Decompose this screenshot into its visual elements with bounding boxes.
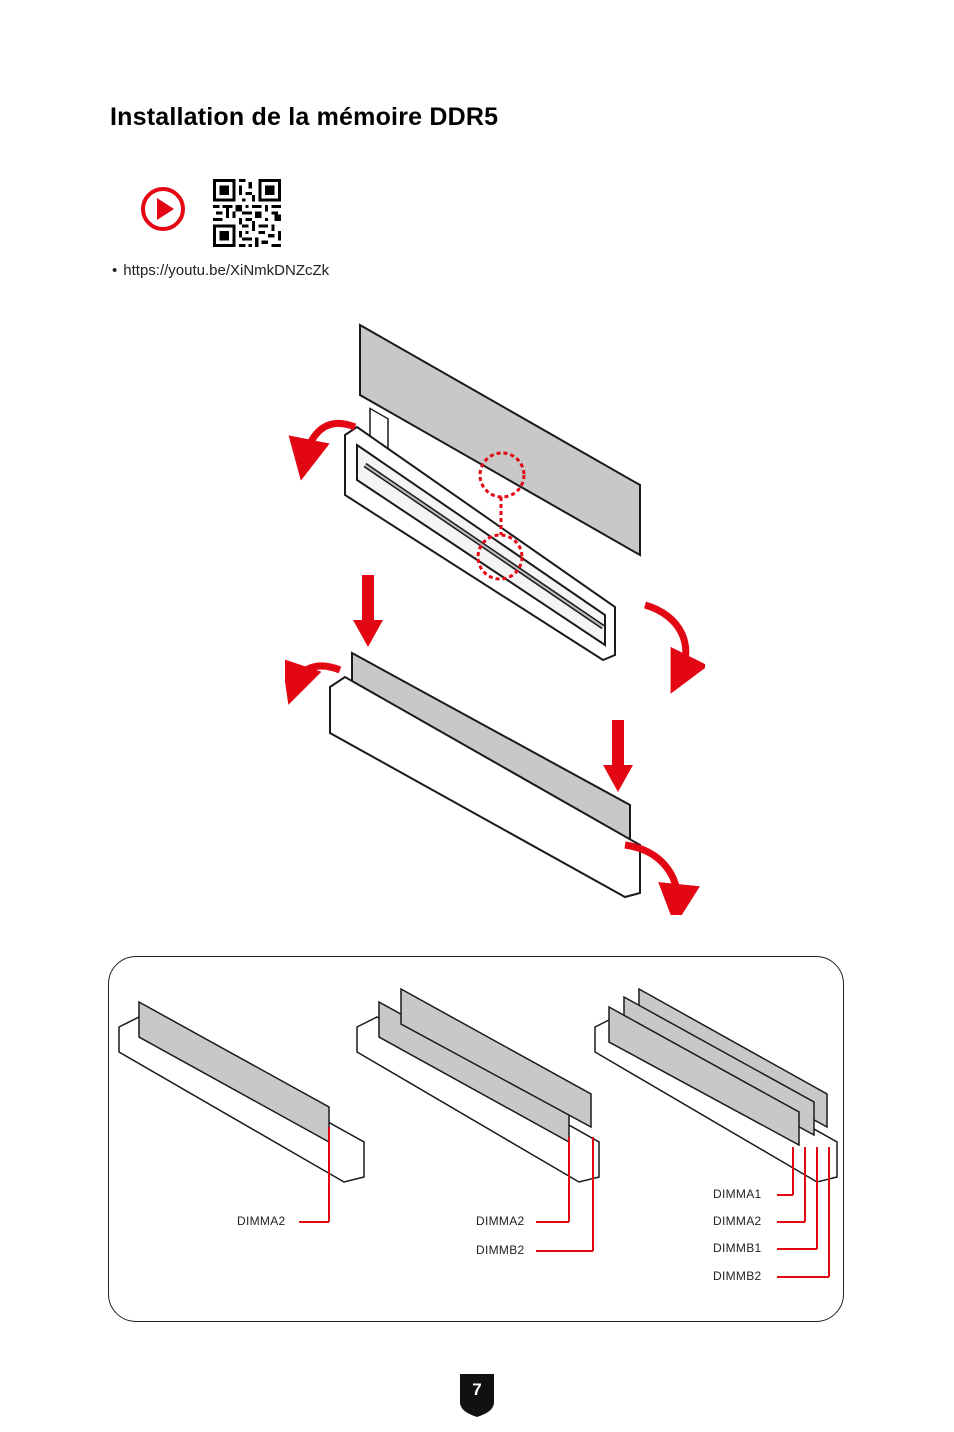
clip-close-arrow (295, 666, 340, 685)
page-title: Installation de la mémoire DDR5 (110, 103, 498, 132)
clip-open-arrow (645, 605, 686, 675)
config-1-slots (119, 1002, 364, 1182)
dimm-label: DIMMB2 (713, 1269, 761, 1283)
config-2-slots (357, 989, 599, 1182)
video-url: https://youtu.be/XiNmkDNZcZk (123, 262, 329, 279)
dimm-label: DIMMA2 (237, 1214, 285, 1228)
dimm-label: DIMMB1 (713, 1241, 761, 1255)
bullet: • (112, 262, 117, 279)
dimm-label: DIMMA2 (476, 1214, 524, 1228)
dimm-label: DIMMA2 (713, 1214, 761, 1228)
qr-code-icon[interactable] (213, 179, 281, 247)
slot-configuration-panel: DIMMA2 DIMMA2 DIMMB2 DIMMA1 DIMMA2 DIMMB… (108, 956, 844, 1322)
down-arrow-icon (353, 575, 383, 647)
dimm-label: DIMMA1 (713, 1187, 761, 1201)
video-link[interactable]: • https://youtu.be/XiNmkDNZcZk (112, 262, 329, 279)
dimm-label: DIMMB2 (476, 1243, 524, 1257)
play-button-icon[interactable] (140, 186, 186, 232)
down-arrow-icon (603, 720, 633, 792)
page-number: 7 (458, 1380, 496, 1400)
config-3-slots (595, 989, 837, 1182)
ddr5-installation-diagram (285, 315, 705, 915)
